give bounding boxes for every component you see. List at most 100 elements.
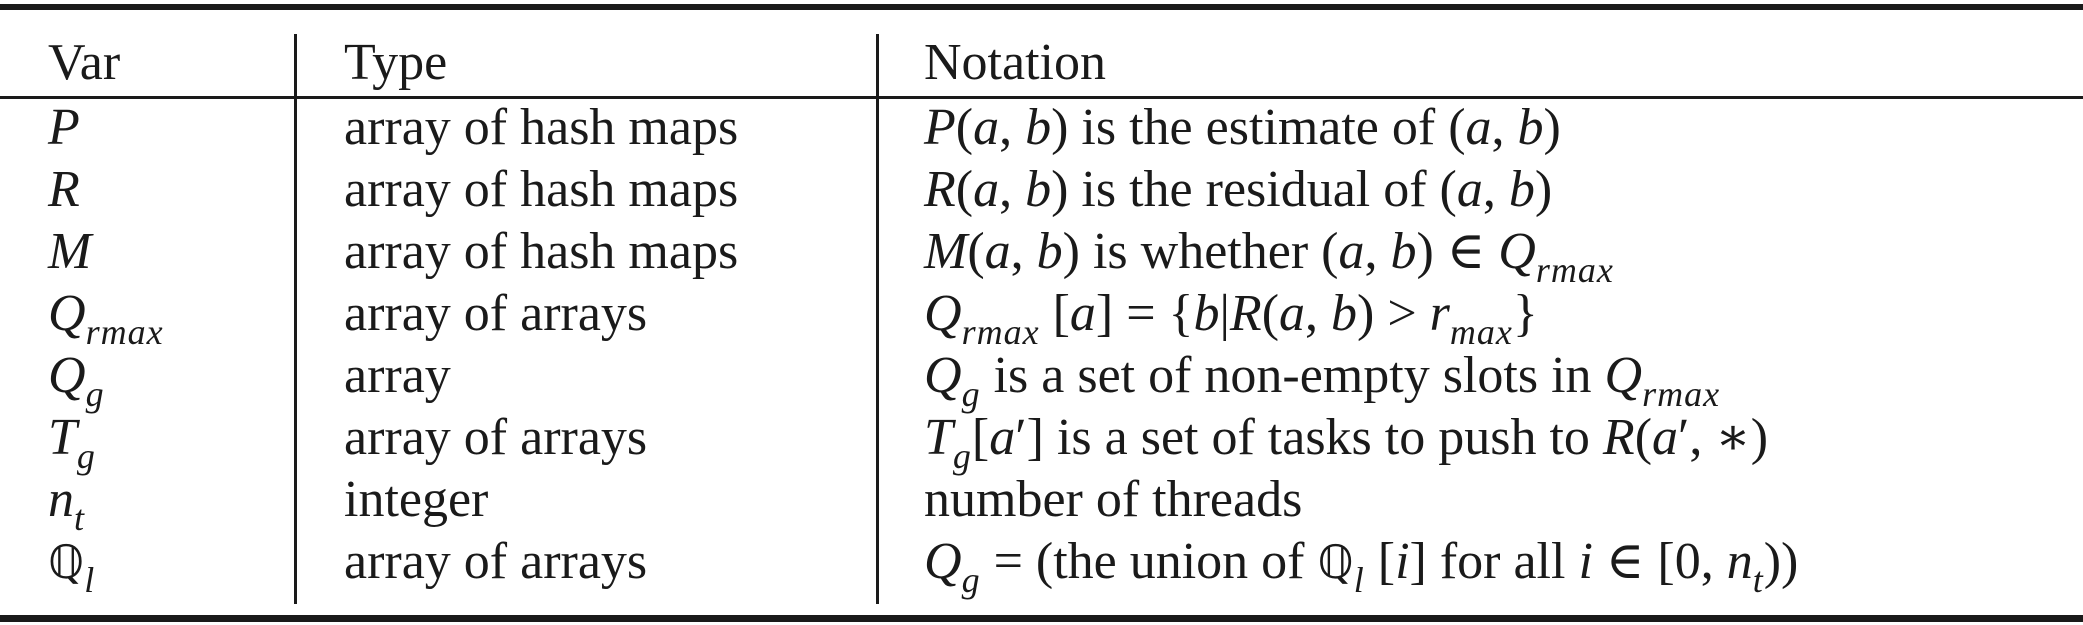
var-cell: Tg xyxy=(48,407,96,476)
math-symbol: g xyxy=(76,436,96,476)
type-cell: array of arrays xyxy=(344,409,648,466)
text-segment: ( xyxy=(1634,409,1653,466)
text-segment: is a set of non-empty slots in xyxy=(980,347,1605,404)
type-cell: array xyxy=(344,347,451,404)
text-segment: ) > xyxy=(1357,285,1430,342)
text-segment: ( xyxy=(1261,285,1280,342)
math-symbol: b xyxy=(1331,285,1358,342)
notation-cell: Qrmax [a] = {b|R(a, b) > rmax} xyxy=(924,283,1538,352)
math-symbol: Q xyxy=(924,347,962,404)
text-segment: , xyxy=(1010,223,1037,280)
text-segment: ( xyxy=(955,161,974,218)
type-cell: array of hash maps xyxy=(344,161,739,218)
math-symbol: t xyxy=(74,498,86,538)
math-symbol: i xyxy=(1395,533,1410,590)
math-symbol: b xyxy=(1025,161,1052,218)
math-symbol: b xyxy=(1036,223,1063,280)
math-symbol: Q xyxy=(1498,223,1536,280)
text-segment: number of threads xyxy=(924,471,1303,528)
var-cell: nt xyxy=(48,469,86,538)
math-symbol: ℚ xyxy=(48,535,85,589)
math-symbol: max xyxy=(100,312,164,352)
math-symbol: b xyxy=(1390,223,1417,280)
math-symbol: g xyxy=(961,374,981,414)
math-symbol: r xyxy=(1642,374,1658,414)
math-symbol: max xyxy=(976,312,1040,352)
math-symbol: M xyxy=(48,223,92,280)
math-symbol: Q xyxy=(924,285,962,342)
math-symbol: R xyxy=(924,161,956,218)
math-symbol: g xyxy=(952,436,972,476)
math-symbol: Q xyxy=(48,285,86,342)
math-symbol: Q xyxy=(1604,347,1643,404)
text-segment: ′, ∗) xyxy=(1678,409,1769,466)
math-symbol: n xyxy=(48,471,74,528)
text-segment: ( xyxy=(955,99,974,156)
notation-cell: Tg[a′] is a set of tasks to push to R(a′… xyxy=(924,407,1769,476)
table-row: ℚl array of arrays Qg = (the union of ℚl [… xyxy=(0,531,2083,600)
math-symbol: b xyxy=(1508,161,1535,218)
text-segment: , xyxy=(1364,223,1391,280)
math-symbol: T xyxy=(48,409,77,466)
math-symbol: a xyxy=(1338,223,1365,280)
math-symbol: max xyxy=(1449,312,1513,352)
math-symbol: a xyxy=(1456,161,1483,218)
text-segment: ′] is a set of tasks to push to xyxy=(1015,409,1603,466)
math-symbol: P xyxy=(924,99,956,156)
text-segment: ) is whether ( xyxy=(1062,223,1339,280)
math-symbol: a xyxy=(989,409,1016,466)
math-symbol: P xyxy=(48,99,80,156)
text-segment: ) xyxy=(1534,161,1553,218)
math-symbol: r xyxy=(85,312,101,352)
math-symbol: r xyxy=(1535,250,1551,290)
math-symbol: M xyxy=(924,223,968,280)
math-symbol: n xyxy=(1726,533,1753,590)
math-symbol: a xyxy=(1652,409,1679,466)
top-rule xyxy=(0,4,2083,10)
math-symbol: g xyxy=(961,560,981,600)
math-symbol: b xyxy=(1193,285,1220,342)
header-type: Type xyxy=(344,34,448,91)
text-segment: ∈ [0, xyxy=(1592,533,1727,590)
type-cell: array of hash maps xyxy=(344,99,739,156)
text-segment: ) is the residual of ( xyxy=(1051,161,1457,218)
notation-cell: Qg = (the union of ℚl [i] for all i ∈ [0… xyxy=(924,531,1798,600)
text-segment: ) ∈ xyxy=(1416,223,1499,280)
var-cell: M xyxy=(48,221,91,283)
type-cell: array of hash maps xyxy=(344,223,739,280)
type-cell: array of arrays xyxy=(344,533,648,590)
text-segment: ( xyxy=(967,223,985,280)
math-symbol: a xyxy=(973,99,1000,156)
text-segment: ] for all xyxy=(1409,533,1579,590)
text-segment: [ xyxy=(1364,533,1396,590)
math-symbol: a xyxy=(984,223,1011,280)
math-symbol: l xyxy=(1353,560,1365,600)
math-symbol: Q xyxy=(924,533,962,590)
text-segment: | xyxy=(1219,285,1230,342)
type-cell: integer xyxy=(344,471,489,528)
text-segment: [ xyxy=(971,409,990,466)
notation-cell: P(a, b) is the estimate of (a, b) xyxy=(924,97,1561,159)
math-symbol: a xyxy=(1465,99,1492,156)
text-segment: ) xyxy=(1543,99,1561,156)
text-segment: , xyxy=(1491,99,1518,156)
math-symbol: i xyxy=(1578,533,1593,590)
math-symbol: Q xyxy=(48,347,86,404)
math-symbol: r xyxy=(1429,285,1450,342)
math-symbol: a xyxy=(1069,285,1096,342)
column-divider xyxy=(876,34,879,604)
text-segment: , xyxy=(999,99,1026,156)
text-segment: = (the union of xyxy=(980,533,1318,590)
text-segment: , xyxy=(1482,161,1509,218)
var-cell: R xyxy=(48,159,80,221)
column-divider xyxy=(294,34,297,604)
text-segment: } xyxy=(1512,285,1538,342)
math-symbol: R xyxy=(1229,285,1262,342)
math-symbol: max xyxy=(1550,250,1614,290)
notation-cell: R(a, b) is the residual of (a, b) xyxy=(924,159,1552,221)
text-segment: , xyxy=(1305,285,1332,342)
var-cell: ℚl xyxy=(48,531,95,600)
